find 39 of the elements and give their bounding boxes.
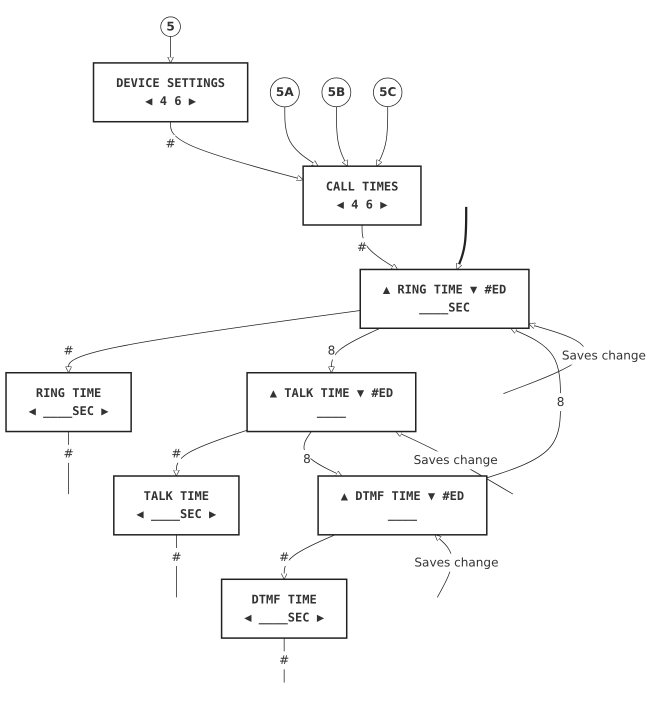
arrow — [280, 534, 336, 580]
node-circle: 5 — [160, 16, 181, 37]
node-box: ▲ RING TIME ▼ #ED ____SEC — [360, 268, 530, 330]
edge-label: # — [356, 240, 368, 254]
edge-label: Saves change — [414, 452, 498, 468]
node-circle: 5C — [373, 78, 402, 107]
arrow — [486, 328, 561, 478]
arrow — [328, 328, 381, 374]
edge-label: # — [166, 136, 176, 151]
arrow — [65, 310, 361, 374]
node-box: DTMF TIME ◀ ____SEC ▶ — [220, 578, 348, 639]
edge-label: Saves change — [562, 348, 646, 362]
edge-label: # — [171, 550, 182, 564]
node-circle: 5A — [270, 77, 300, 108]
arrow — [173, 430, 248, 476]
node-box: DEVICE SETTINGS ◀ 4 6 ▶ — [92, 62, 248, 122]
arrow — [362, 224, 398, 270]
node-box: CALL TIMES ◀ 4 6 ▶ — [302, 165, 422, 226]
node-circle: 5B — [322, 78, 352, 108]
edge-label: # — [64, 446, 74, 461]
arrow — [376, 106, 388, 166]
edge-label: 8 — [328, 342, 336, 358]
arrow — [170, 121, 304, 182]
edge-label: # — [279, 652, 290, 668]
arrow — [304, 431, 342, 476]
edge-label: # — [64, 342, 74, 358]
node-box: ▲ DTMF TIME ▼ #ED ____ — [317, 475, 488, 536]
edge-label: # — [279, 550, 290, 564]
node-box: TALK TIME ◀ ____SEC ▶ — [113, 475, 240, 536]
arrow — [336, 106, 348, 166]
node-box: ▲ TALK TIME ▼ #ED ____ — [246, 372, 416, 432]
edge-label: 8 — [303, 451, 311, 466]
edge-label: 8 — [556, 394, 564, 409]
arrow — [456, 206, 468, 270]
edge-label: # — [171, 446, 182, 461]
node-box: RING TIME ◀ ____SEC ▶ — [5, 372, 132, 432]
edge-label: Saves change — [414, 555, 499, 570]
arrow — [167, 36, 174, 64]
arrow — [284, 106, 318, 166]
